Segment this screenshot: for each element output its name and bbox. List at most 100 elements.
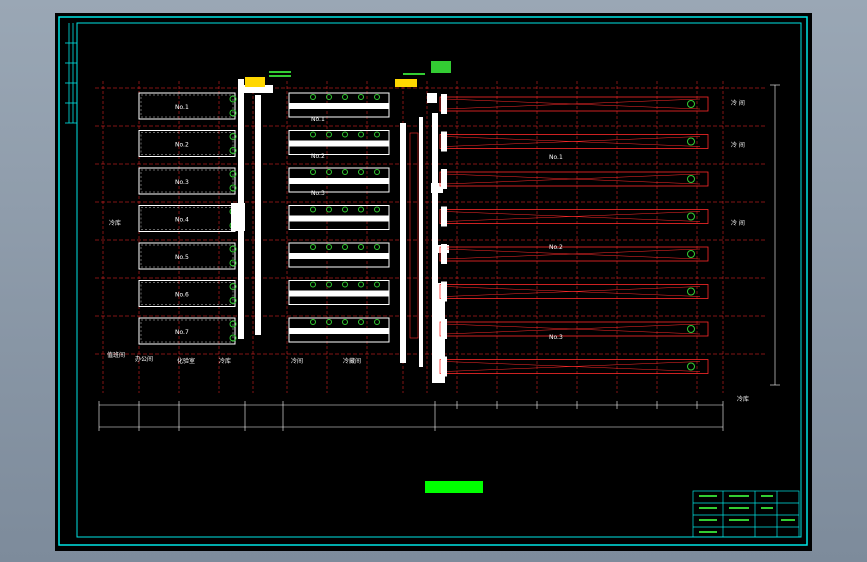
right-room-number: No.3 [549,334,563,341]
axis-grid [95,81,780,393]
cooler-icon [326,131,332,138]
evaporator-icon [229,170,237,178]
cooler-icon [342,281,348,288]
cooler-icon [326,206,332,213]
right-room [439,246,709,262]
cooler-icon [310,319,316,325]
middle-rooms [288,92,390,343]
title-block-text [699,495,795,533]
right-room-door [441,169,447,189]
cooler-icon [310,206,316,213]
dimension-lines [98,401,724,431]
label-left-side: 冷库 [109,219,121,227]
cooler-icon [342,206,348,213]
floor-plan-drawing: 冷库 冷库 冷 间 冷 间 冷 间 值班间 办公间 化验室 冷库 冷间 冷藏间 … [58,16,808,546]
right-long-rooms [439,94,709,377]
left-room-inner [140,282,234,305]
fan-icon [687,212,695,221]
label-right-side-3: 冷 间 [731,219,745,227]
right-room-diag [444,136,701,147]
evaporator-icon [229,283,237,290]
cooler-icon [358,94,364,100]
label-bottom-4: 冷库 [219,357,231,365]
right-room-diag [444,173,701,185]
evaporator-icon [229,320,237,328]
room-number-labels: No.1No.2No.3No.4No.5No.6No.7No.1No.2No.3… [175,104,563,341]
right-room-door [441,356,447,377]
middle-room-wall [289,140,389,147]
cooler-icon [342,169,348,175]
left-room-inner [140,319,234,343]
label-bottom-2: 办公间 [135,355,153,363]
right-room [439,284,709,299]
cooler-icon [342,131,348,138]
cooler-icon [374,131,380,138]
fan-icon [687,175,695,183]
label-bottom-6: 冷藏间 [343,357,361,365]
cooler-icon [374,319,380,325]
middle-room-number: No.1 [311,116,325,123]
left-room-number: No.1 [175,104,189,111]
right-room [439,171,709,187]
right-room-door [441,319,447,339]
right-room-diag [444,361,701,372]
label-bottom-5: 冷间 [291,357,303,365]
cooler-icon [374,94,380,100]
left-cold-rooms [138,92,237,345]
inner-frame [76,22,802,538]
cooler-icon [358,206,364,213]
left-room-number: No.3 [175,179,189,186]
equipment-yellow-right [395,79,417,87]
evaporator-icon [229,259,237,267]
right-room [439,134,709,149]
outer-frame [58,16,808,546]
left-room-inner [140,169,234,193]
left-binding-strip [65,23,77,124]
fan-icon [687,325,695,333]
evaporator-icon [229,147,237,154]
cooler-icon [310,94,316,100]
left-room-inner [140,244,234,268]
middle-room-number: No.3 [311,190,325,197]
label-right-side-1: 冷 间 [731,99,745,107]
right-room-diag [444,211,701,222]
middle-room-wall [289,215,389,222]
right-room-diag [444,98,701,110]
evaporator-icon [229,133,237,140]
right-room [439,359,709,374]
cooler-icon [374,244,380,250]
left-corridor [231,79,273,339]
cooler-icon [358,244,364,250]
title-block [692,490,800,538]
equipment-yellow-left [245,77,265,87]
cooler-icon [358,131,364,138]
left-room-number: No.2 [175,142,189,149]
right-room-door [441,206,447,227]
cooler-icon [358,319,364,325]
cooler-icon [310,281,316,288]
cooler-icon [342,319,348,325]
cooler-icon [342,244,348,250]
left-room [138,92,236,120]
left-room [138,317,236,345]
right-room [439,209,709,224]
left-room-inner [140,94,234,118]
evaporator-icon [229,95,237,103]
right-room-number: No.2 [549,244,563,251]
left-room-inner [140,207,234,230]
cooler-icon [358,169,364,175]
cooler-icon [310,169,316,175]
evaporator-icon [229,245,237,253]
label-right-side-2: 冷 间 [731,141,745,149]
cad-viewport[interactable]: 冷库 冷库 冷 间 冷 间 冷 间 值班间 办公间 化验室 冷库 冷间 冷藏间 … [55,13,812,551]
fan-icon [687,137,695,146]
middle-room-wall [289,178,389,184]
middle-room-wall [289,290,389,297]
text-labels: 冷库 冷库 冷 间 冷 间 冷 间 值班间 办公间 化验室 冷库 冷间 冷藏间 [107,99,749,403]
equipment-tags [269,61,451,77]
evaporator-icon [229,184,237,192]
right-room-diag [444,323,701,335]
middle-stair [409,132,419,339]
left-room-number: No.6 [175,292,189,299]
right-room-door [441,281,447,302]
